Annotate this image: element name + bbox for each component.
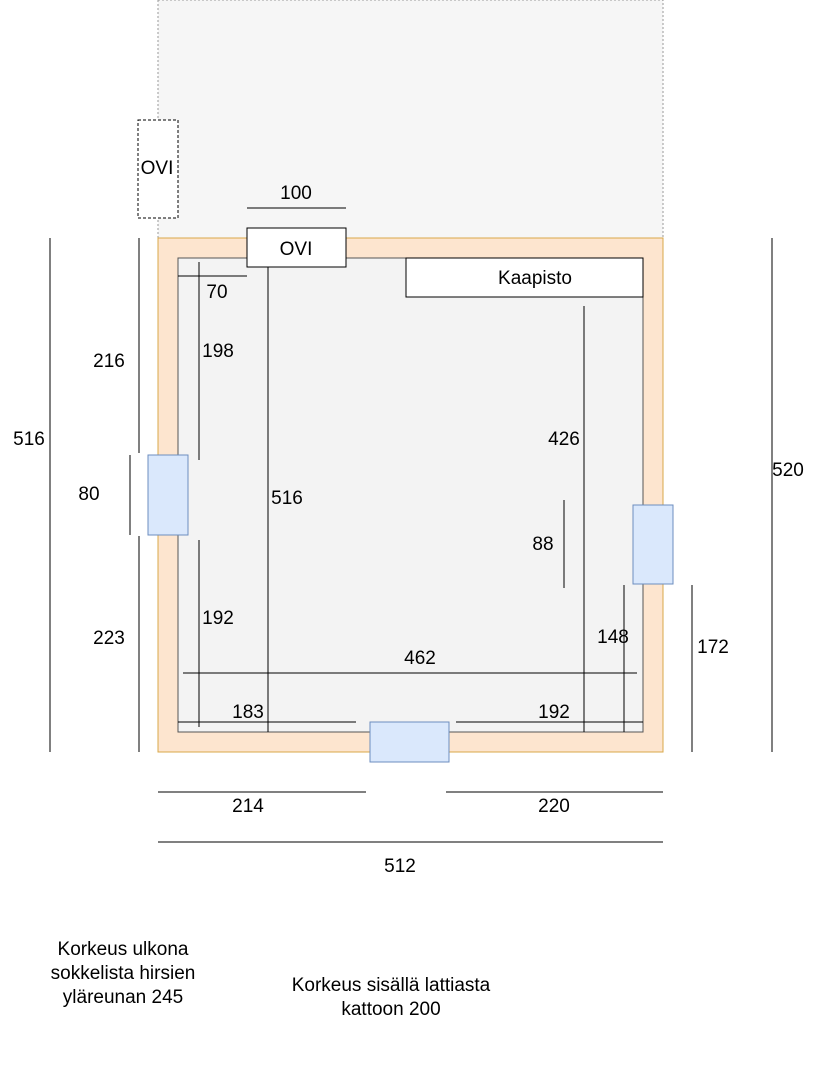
dim-inner-height: 516 bbox=[271, 488, 303, 509]
dim-bottom-left-outer: 214 bbox=[232, 796, 264, 817]
cabinet-label: Kaapisto bbox=[498, 268, 572, 289]
inner-door bbox=[246, 227, 347, 268]
dim-bottom-right-inner: 192 bbox=[538, 702, 570, 723]
dim-inner-width: 462 bbox=[404, 648, 436, 669]
outside-area bbox=[157, 0, 664, 239]
dim-right-total-outer: 520 bbox=[772, 460, 804, 481]
dim-right-bottom-inner: 148 bbox=[597, 627, 629, 648]
dim-left-window: 80 bbox=[78, 484, 99, 505]
cabinet bbox=[405, 257, 644, 298]
dim-left-bottom-outer: 223 bbox=[93, 628, 125, 649]
inner-door-label: OVI bbox=[280, 239, 313, 260]
dim-bottom-right-outer: 220 bbox=[538, 796, 570, 817]
dim-left-bottom-inner: 192 bbox=[202, 608, 234, 629]
dim-corner-offset: 70 bbox=[206, 282, 227, 303]
dim-left-total-outer: 516 bbox=[13, 429, 45, 450]
dim-door-width: 100 bbox=[280, 183, 312, 204]
outside-height-note: Korkeus ulkona sokkelista hirsien yläreu… bbox=[50, 939, 196, 1008]
dim-left-top-inner: 198 bbox=[202, 341, 234, 362]
bottom-window bbox=[369, 721, 450, 763]
outer-door bbox=[137, 119, 179, 219]
outer-door-label: OVI bbox=[141, 158, 174, 179]
dim-total-width: 512 bbox=[384, 856, 416, 877]
dim-right-window: 88 bbox=[532, 534, 553, 555]
inside-height-note: Korkeus sisällä lattiasta kattoon 200 bbox=[291, 975, 491, 1020]
dimension-lines bbox=[49, 207, 773, 843]
left-window bbox=[147, 454, 189, 536]
dim-right-bottom-outer: 172 bbox=[697, 637, 729, 658]
dim-left-top-outer: 216 bbox=[93, 351, 125, 372]
room-floor bbox=[177, 257, 644, 733]
right-window bbox=[632, 504, 674, 585]
dim-bottom-left-inner: 183 bbox=[232, 702, 264, 723]
dim-right-inner-height: 426 bbox=[548, 429, 580, 450]
